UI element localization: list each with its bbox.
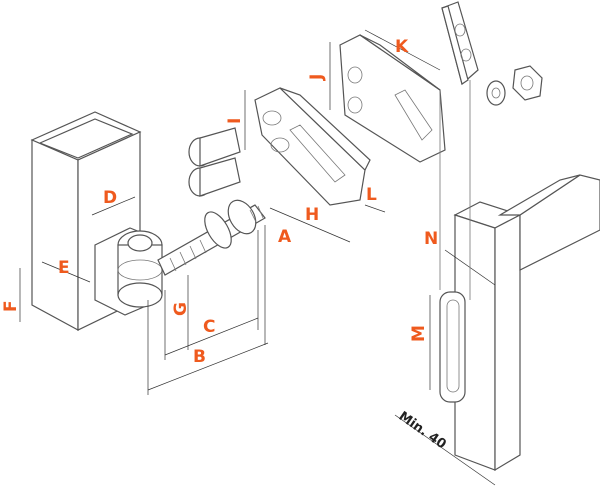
label-n: N	[424, 229, 438, 249]
label-k: K	[395, 37, 409, 57]
socket-screws	[188, 127, 241, 197]
label-d: D	[103, 188, 117, 208]
min-40-note: Min. 40	[396, 409, 449, 452]
threaded-bolt	[157, 199, 266, 276]
label-b: B	[193, 347, 206, 367]
hinge-body	[94, 227, 163, 316]
bracket	[339, 34, 446, 163]
left-post	[30, 111, 142, 332]
label-c: C	[203, 317, 215, 337]
label-i: I	[225, 118, 245, 124]
nut-plate	[441, 1, 479, 86]
label-f: F	[1, 300, 21, 312]
label-j: J	[307, 74, 327, 81]
label-e: E	[58, 258, 70, 278]
dimension-lines	[19, 29, 496, 486]
washer-and-nut	[486, 65, 543, 106]
gate-frame	[439, 174, 600, 472]
label-g: G	[171, 302, 191, 316]
label-l: L	[366, 185, 377, 205]
label-m: M	[409, 325, 429, 342]
adjustment-plate	[254, 87, 371, 206]
label-a: A	[278, 227, 292, 247]
label-h: H	[305, 205, 319, 225]
